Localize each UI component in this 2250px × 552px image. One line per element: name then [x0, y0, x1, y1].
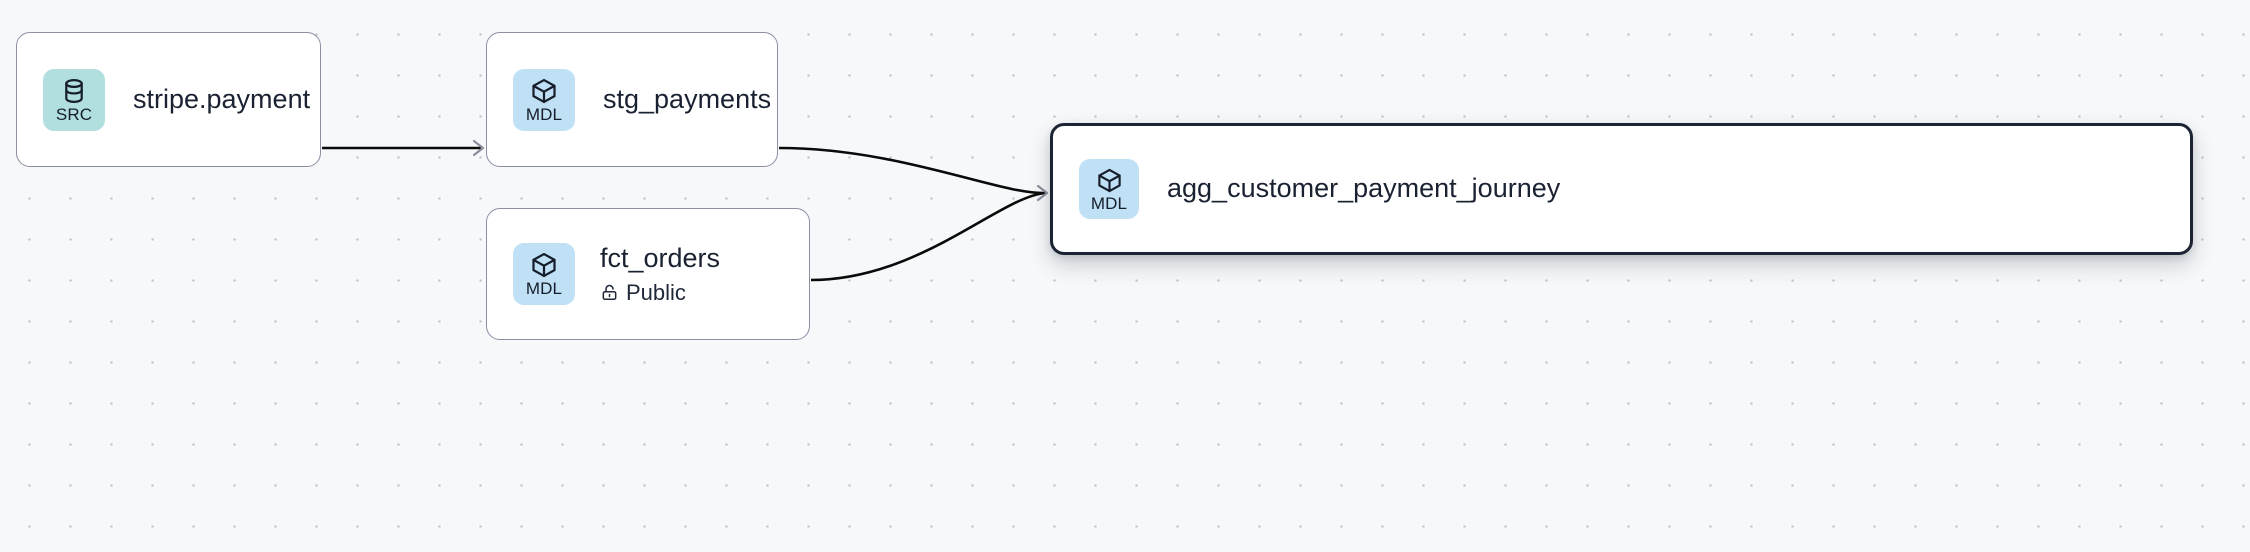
node-title: agg_customer_payment_journey — [1167, 173, 1561, 204]
unlock-icon — [602, 284, 617, 301]
node-type-badge-src: SRC — [43, 68, 105, 131]
node-type-badge-mdl: MDL — [513, 68, 575, 131]
node-visibility-label: Public — [626, 279, 686, 305]
node-type-badge-mdl: MDL — [1079, 159, 1139, 219]
cube-icon — [1097, 168, 1121, 192]
node-body: stg_payments — [603, 84, 771, 115]
lineage-node-stripe-payment[interactable]: SRC stripe.payment — [16, 32, 321, 167]
node-body: agg_customer_payment_journey — [1167, 173, 1560, 204]
arrow-head-agg — [1036, 184, 1049, 202]
node-body: stripe.payment — [133, 84, 310, 115]
node-title: stg_payments — [603, 83, 772, 114]
lineage-node-stg-payments[interactable]: MDL stg_payments — [486, 32, 778, 167]
badge-label: MDL — [525, 279, 563, 298]
node-visibility: Public — [600, 280, 720, 305]
node-body: fct_orders Public — [600, 243, 720, 305]
cube-icon — [532, 78, 556, 103]
database-icon — [65, 78, 83, 103]
node-type-badge-mdl: MDL — [513, 243, 575, 305]
node-title: fct_orders — [600, 242, 721, 273]
lineage-node-agg-customer-payment-journey[interactable]: MDL agg_customer_payment_journey — [1050, 123, 2193, 255]
node-title: stripe.payment — [133, 83, 311, 114]
badge-label: SRC — [55, 104, 93, 124]
badge-label: MDL — [1090, 193, 1128, 213]
cube-icon — [532, 252, 556, 278]
arrow-head-stg — [472, 139, 485, 157]
badge-label: MDL — [525, 104, 563, 124]
lineage-node-fct-orders[interactable]: MDL fct_orders Public — [486, 208, 810, 340]
